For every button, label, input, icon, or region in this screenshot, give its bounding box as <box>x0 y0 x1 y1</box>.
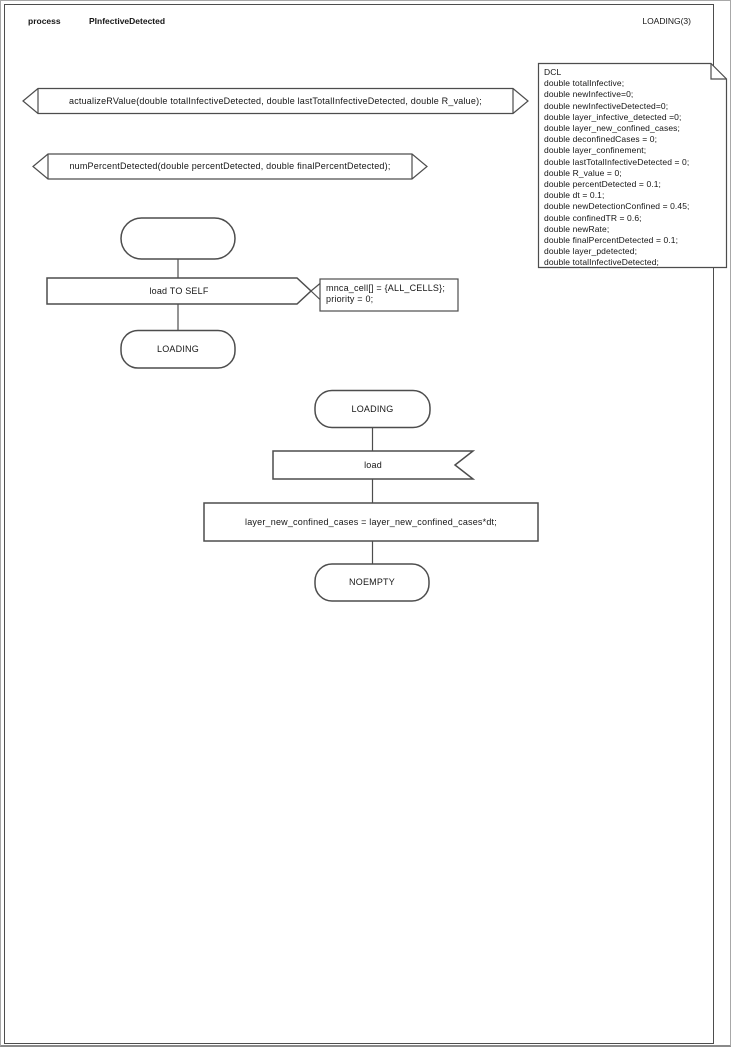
state-label: NOEMPTY <box>349 577 395 587</box>
task-assignment-shape[interactable] <box>203 502 539 542</box>
input-label: load <box>364 459 382 470</box>
procedure-signature: actualizeRValue(double totalInfectiveDet… <box>68 95 482 106</box>
dcl-line: double layer_confinement; <box>544 145 647 156</box>
dcl-line: double newRate; <box>544 223 610 234</box>
dcl-line: double layer_pdetected; <box>544 246 638 257</box>
task-label: layer_new_confined_cases = layer_new_con… <box>245 516 497 527</box>
note-fold-icon <box>710 63 727 80</box>
procedure-signature: numPercentDetected(double percentDetecte… <box>69 160 391 171</box>
dcl-line: double R_value = 0; <box>544 167 622 178</box>
dcl-line: double newDetectionConfined = 0.45; <box>544 201 690 212</box>
state-noempty-shape[interactable] <box>314 563 430 602</box>
dcl-line: double layer_new_confined_cases; <box>544 123 680 134</box>
state-label: LOADING <box>351 403 394 414</box>
output-param-line: priority = 0; <box>326 294 374 304</box>
dcl-line: double dt = 0.1; <box>544 190 605 201</box>
procedure-decl-numpercentdetected-shape[interactable] <box>32 153 428 180</box>
note-connector <box>310 290 321 300</box>
dcl-line: double percentDetected = 0.1; <box>544 179 662 190</box>
output-param-line: mnca_cell[] = {ALL_CELLS}; <box>326 283 446 293</box>
dcl-block-text: DCL double totalInfective;double newInfe… <box>544 67 720 269</box>
output-load-to-self-shape[interactable] <box>46 277 313 305</box>
process-kind-label: process <box>28 16 61 26</box>
dcl-line: double finalPercentDetected = 0.1; <box>544 235 679 246</box>
dcl-line: double newInfectiveDetected=0; <box>544 100 669 111</box>
dcl-line: double layer_infective_detected =0; <box>544 111 682 122</box>
dcl-line: double totalInfectiveDetected; <box>544 257 659 268</box>
dcl-keyword: DCL <box>544 67 562 77</box>
process-name: PInfectiveDetected <box>89 16 166 26</box>
dcl-note-shape[interactable] <box>537 62 728 269</box>
page-frame <box>4 4 714 1044</box>
start-symbol[interactable] <box>120 217 236 260</box>
dcl-line: double totalInfective; <box>544 78 625 89</box>
dcl-line: double newInfective=0; <box>544 89 634 100</box>
procedure-decl-actualizervalue-shape[interactable] <box>22 87 529 115</box>
state-label: LOADING <box>157 344 199 354</box>
input-load-shape[interactable] <box>272 450 476 480</box>
dcl-line: double lastTotalInfectiveDetected = 0; <box>544 156 690 167</box>
dcl-line: double deconfinedCases = 0; <box>544 134 658 145</box>
page-reference-label: LOADING(3) <box>642 16 691 26</box>
note-connector <box>310 283 321 292</box>
state-loading-1-shape[interactable] <box>120 329 236 369</box>
output-label: load TO SELF <box>149 285 209 296</box>
dcl-line: double confinedTR = 0.6; <box>544 212 642 223</box>
output-params-note-shape[interactable] <box>319 278 459 312</box>
